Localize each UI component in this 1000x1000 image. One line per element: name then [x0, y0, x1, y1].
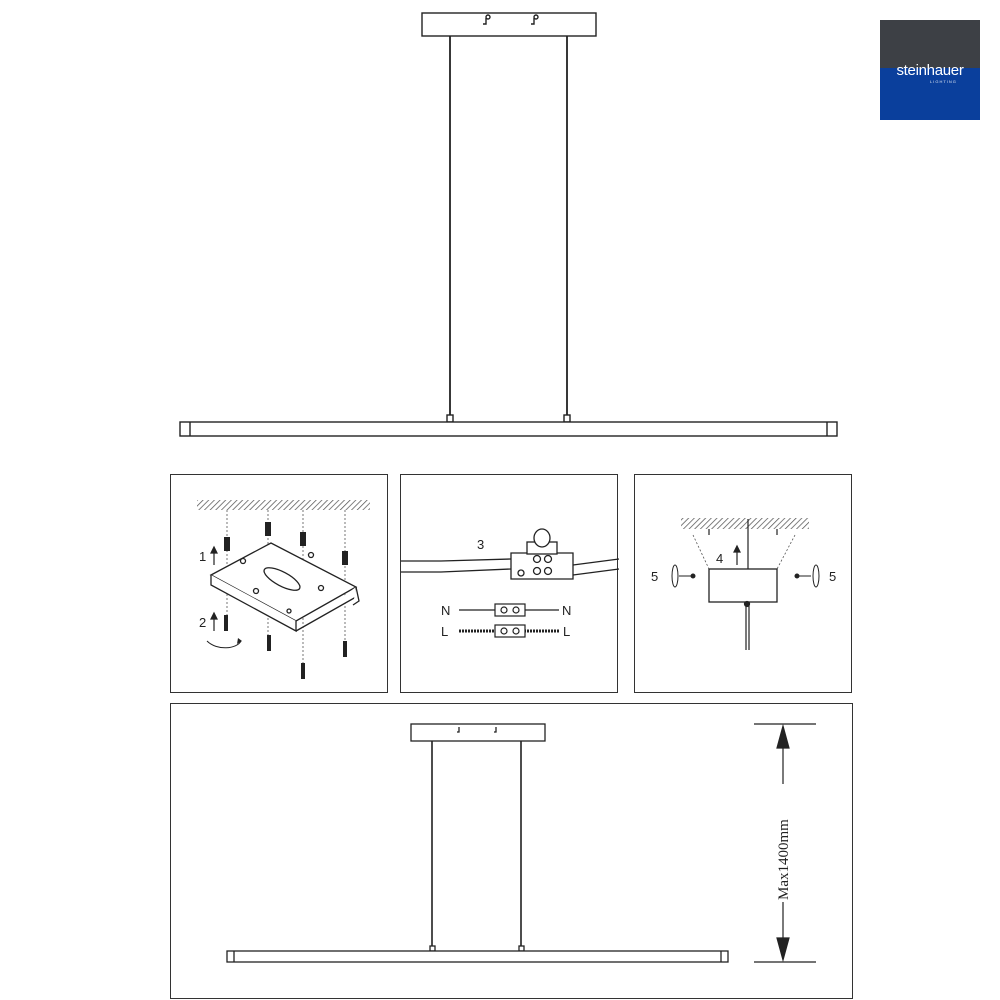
- arrow-down-icon: [776, 937, 790, 963]
- neutral-label-right: N: [562, 603, 571, 618]
- mounting-bracket: [209, 542, 360, 633]
- wall-plug-icon: [300, 532, 306, 546]
- wall-plug-icon: [224, 537, 230, 551]
- ceiling-hatch: [197, 500, 370, 510]
- wiring-panel: 3 N N L L: [400, 474, 619, 693]
- luminaire-bar: [226, 950, 729, 963]
- rotate-arrow-icon: [206, 640, 242, 649]
- height-dimension-line: [754, 723, 816, 963]
- step-5-label-left: 5: [651, 569, 658, 584]
- canopy-fixing-panel: 4 5 5: [634, 474, 852, 693]
- live-label-right: L: [563, 624, 570, 639]
- power-cable: [401, 558, 619, 576]
- arrow-up-icon: [733, 544, 741, 565]
- canopy-box: [708, 568, 778, 603]
- neutral-label-left: N: [441, 603, 450, 618]
- rotate-screw-icon: [794, 564, 820, 588]
- step-5-label-right: 5: [829, 569, 836, 584]
- wall-plug-icon: [342, 551, 348, 565]
- step-4-label: 4: [716, 551, 723, 566]
- live-label-left: L: [441, 624, 448, 639]
- brand-tagline: LIGHTING: [930, 79, 957, 84]
- arrow-up-icon: [210, 611, 218, 631]
- screw-icon: [301, 663, 305, 679]
- canopy-screw-icon: [531, 14, 539, 25]
- rotate-screw-icon: [671, 564, 696, 588]
- terminal-block: [510, 528, 574, 580]
- step-1-label: 1: [199, 549, 206, 564]
- ceiling-canopy: [410, 723, 546, 742]
- ceiling-hatch: [681, 518, 809, 529]
- dimension-panel: Max1400mm: [170, 703, 853, 999]
- main-product-drawing: [179, 12, 838, 437]
- screw-icon: [267, 635, 271, 651]
- arrow-up-icon: [210, 545, 218, 565]
- canopy-screw-icon: [483, 14, 491, 25]
- mounting-plate-panel: 1 2: [170, 474, 388, 693]
- screw-icon: [343, 641, 347, 657]
- max-height-label: Max1400mm: [776, 819, 792, 900]
- neutral-connector: [459, 603, 559, 617]
- wall-plug-icon: [265, 522, 271, 536]
- step-2-label: 2: [199, 615, 206, 630]
- luminaire-bar: [179, 421, 838, 437]
- live-connector: [459, 624, 559, 638]
- brand-name: steinhauer: [896, 62, 964, 79]
- ceiling-canopy: [421, 12, 597, 37]
- brand-logo: steinhauer LIGHTING: [880, 20, 980, 120]
- arrow-up-icon: [776, 723, 790, 749]
- screw-icon: [224, 615, 228, 631]
- step-3-label: 3: [477, 537, 484, 552]
